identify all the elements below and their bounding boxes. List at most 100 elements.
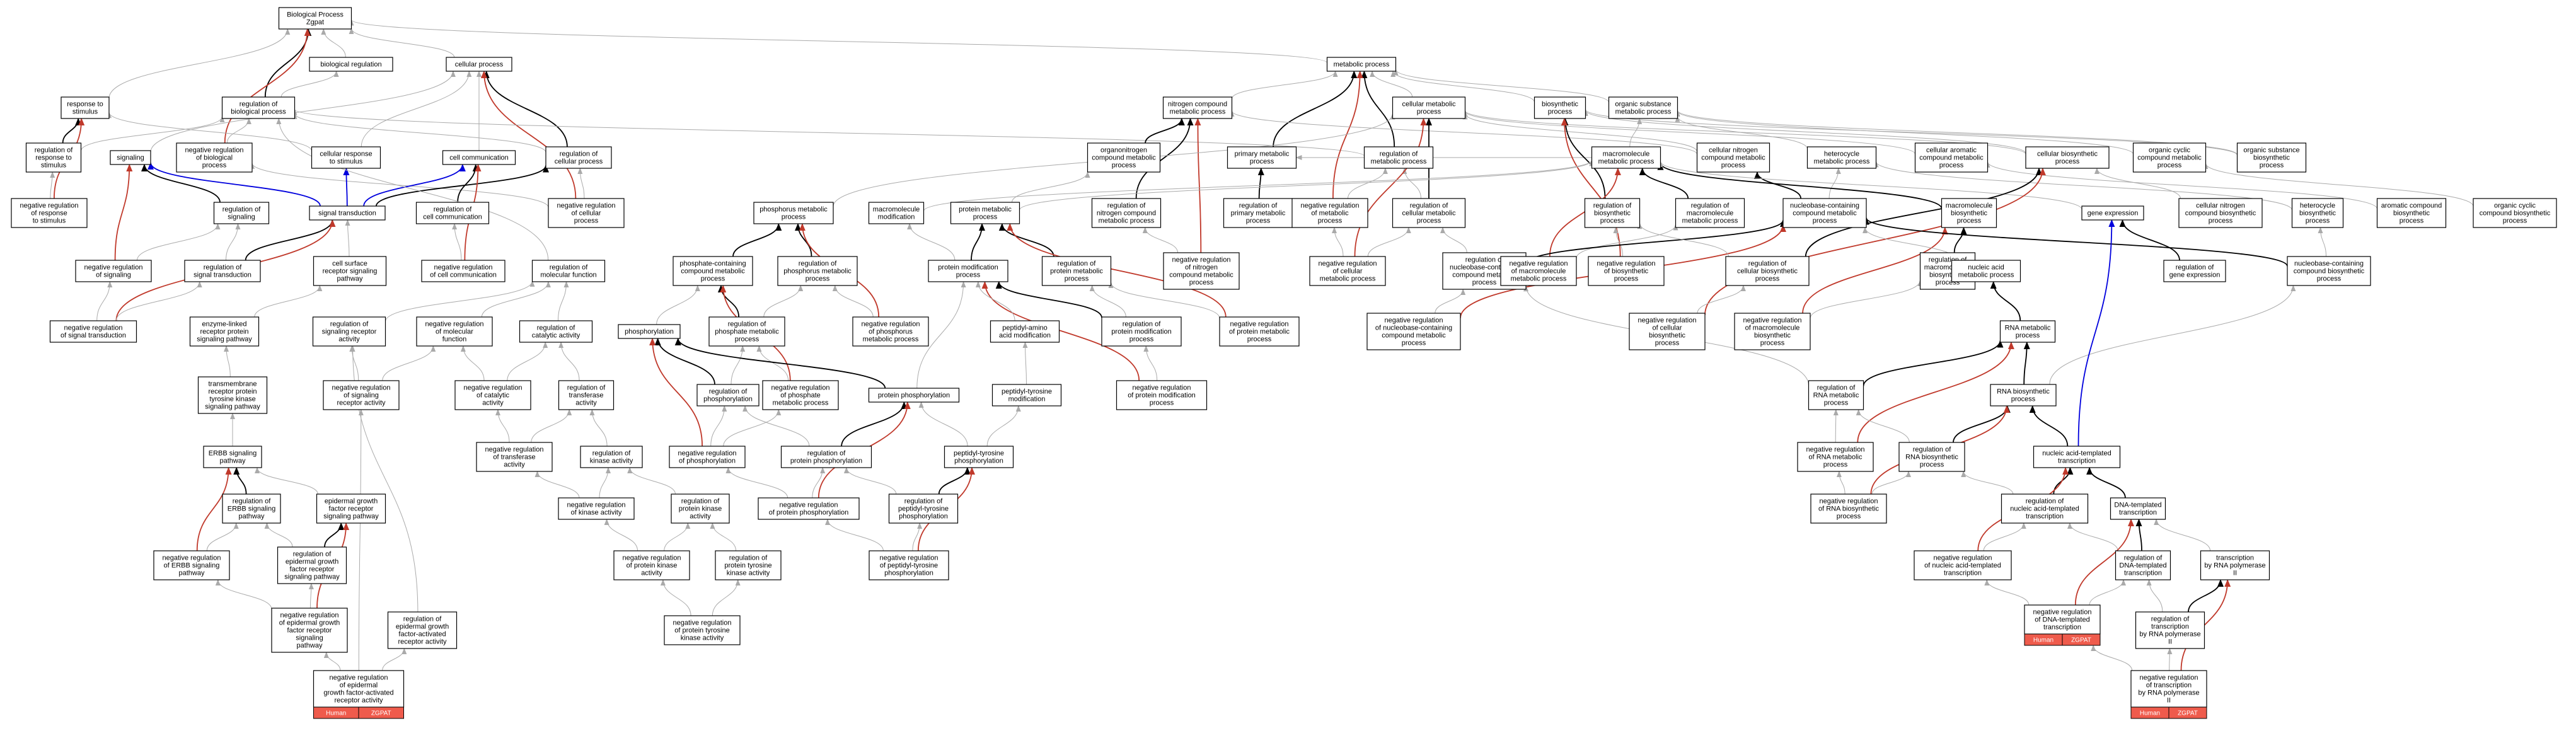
term-node-signal-transduction[interactable]: signal transduction (309, 205, 386, 221)
term-node-protein-phosphorylation[interactable]: protein phosphorylation (868, 388, 960, 403)
term-node-biological-regulation[interactable]: biological regulation (309, 57, 393, 72)
term-node-gene-expression[interactable]: gene expression (2081, 205, 2144, 221)
term-node-cell-communication[interactable]: cell communication (442, 150, 516, 165)
term-node-cellular-process[interactable]: cellular process (446, 57, 512, 72)
term-node-phosphorylation[interactable]: phosphorylation (618, 324, 681, 339)
term-node-reg-nucleobase-containing-compound-metabolic[interactable]: regulation ofnucleobase-containingcompou… (1442, 252, 1527, 290)
term-node-signaling[interactable]: signaling (110, 150, 151, 165)
